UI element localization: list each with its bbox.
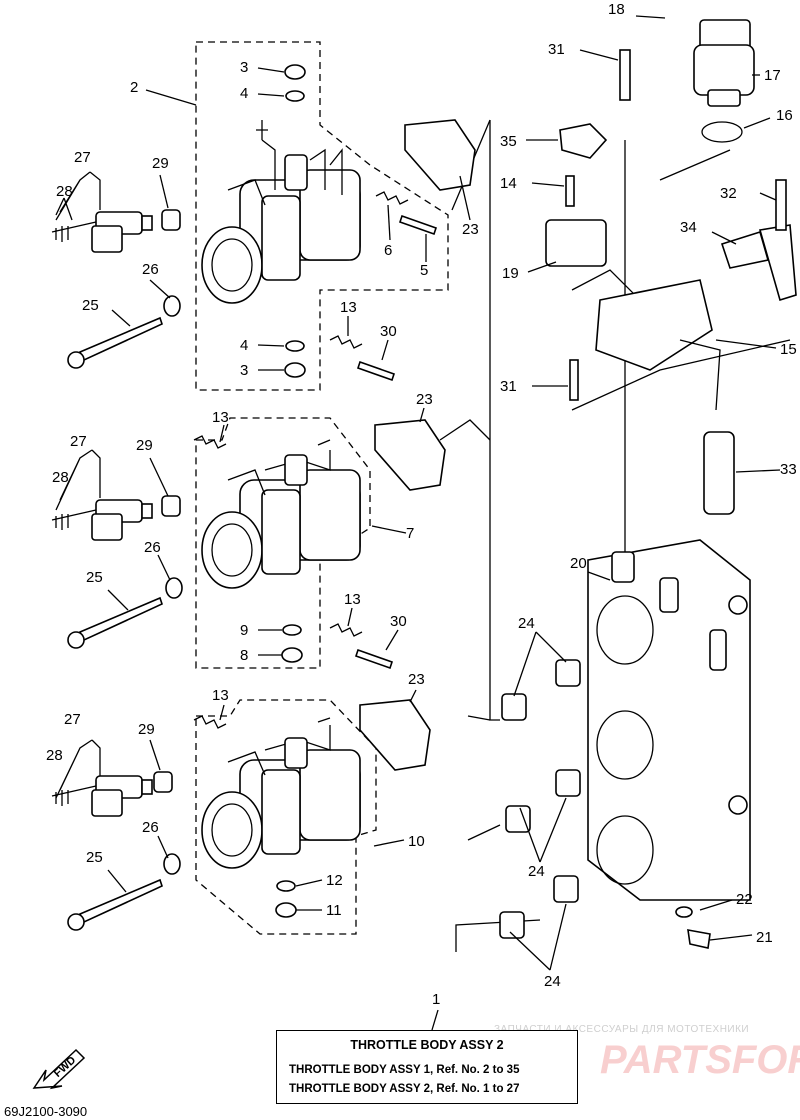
callout-13-a: 13: [340, 299, 357, 316]
callout-16: 16: [776, 107, 793, 124]
injector-bottom: [51, 771, 173, 817]
gasket-23-top: [404, 119, 476, 191]
callout-31-b: 31: [500, 378, 517, 395]
bracket-line-19: [571, 269, 641, 301]
center-line-b: [659, 149, 731, 181]
callout-31-a: 31: [548, 41, 565, 58]
bracket-link-5: [467, 824, 501, 841]
gasket-23-middle: [374, 419, 446, 491]
callout-labels: 1 2 3 4 4 3 5 6 7 8 9 10 11 12 13 13 13 …: [46, 1, 797, 1008]
callout-22: 22: [736, 891, 753, 908]
callout-1: 1: [432, 991, 440, 1008]
leader-lines: [55, 15, 781, 1031]
bracket-link-3: [455, 919, 541, 952]
callout-8: 8: [240, 647, 248, 664]
callout-11: 11: [326, 902, 342, 919]
assembly-frame-10: [195, 699, 377, 935]
callout-35: 35: [500, 133, 517, 150]
callout-24-b: 24: [528, 863, 545, 880]
callout-32: 32: [720, 185, 737, 202]
callout-6: 6: [384, 242, 392, 259]
watermark-caption: ЗАПЧАСТИ И АКСЕССУАРЫ ДЛЯ МОТОТЕХНИКИ: [494, 1024, 750, 1035]
throttle-body-middle: [201, 439, 361, 589]
injector-top: [51, 209, 181, 253]
callout-15: 15: [780, 341, 797, 358]
callout-12: 12: [326, 872, 343, 889]
assembly-frame-2: [195, 41, 449, 391]
callout-24-a: 24: [518, 615, 535, 632]
callout-21: 21: [756, 929, 773, 946]
assembly-frame-7: [195, 417, 371, 669]
callout-9: 9: [240, 622, 248, 639]
callout-27-b: 27: [70, 433, 87, 450]
fwd-arrow-icon: FWD: [32, 1048, 86, 1090]
callout-29-c: 29: [138, 721, 155, 738]
watermark-brand: PARTSFOR.RU: [600, 1038, 800, 1082]
callout-18: 18: [608, 1, 625, 18]
callout-2: 2: [130, 79, 138, 96]
callout-13-b: 13: [212, 409, 229, 426]
callout-3-top: 3: [240, 59, 248, 76]
manifold-assembly: [545, 19, 797, 949]
title-box-title: THROTTLE BODY ASSY 2: [350, 1038, 504, 1052]
callout-27-a: 27: [74, 149, 91, 166]
callout-29-a: 29: [152, 155, 169, 172]
callout-13-c: 13: [344, 591, 361, 608]
callout-28-a: 28: [56, 183, 73, 200]
callout-25-b: 25: [86, 569, 103, 586]
callout-13-d: 13: [212, 687, 229, 704]
callout-26-b: 26: [144, 539, 161, 556]
collars-24: [499, 659, 581, 939]
callout-30-b: 30: [390, 613, 407, 630]
callout-29-b: 29: [136, 437, 153, 454]
title-box: THROTTLE BODY ASSY 2 THROTTLE BODY ASSY …: [276, 1030, 578, 1104]
callout-5: 5: [420, 262, 428, 279]
callout-28-b: 28: [52, 469, 69, 486]
callout-26-a: 26: [142, 261, 159, 278]
callout-24-c: 24: [544, 973, 561, 990]
callout-14: 14: [500, 175, 517, 192]
callout-28-c: 28: [46, 747, 63, 764]
callout-26-c: 26: [142, 819, 159, 836]
bracket-link-4: [467, 715, 491, 721]
callout-20: 20: [570, 555, 587, 572]
diagram-code: 69J2100-3090: [4, 1104, 88, 1119]
callout-25-c: 25: [86, 849, 103, 866]
callout-3-bottom: 3: [240, 362, 248, 379]
callout-25-a: 25: [82, 297, 99, 314]
bolts-25: [67, 295, 183, 931]
callout-4-bottom: 4: [240, 337, 248, 354]
callout-4-top: 4: [240, 85, 248, 102]
title-box-line-2: THROTTLE BODY ASSY 2, Ref. No. 1 to 27: [289, 1083, 520, 1095]
callout-34: 34: [680, 219, 697, 236]
injector-middle: [51, 495, 181, 541]
throttle-body-bottom: [201, 717, 361, 869]
callout-33: 33: [780, 461, 797, 478]
throttle-body-top: [201, 120, 361, 304]
title-box-line-1: THROTTLE BODY ASSY 1, Ref. No. 2 to 35: [289, 1064, 520, 1076]
callout-19: 19: [502, 265, 519, 282]
callout-17: 17: [764, 67, 781, 84]
callout-23-c: 23: [408, 671, 425, 688]
callout-23-b: 23: [416, 391, 433, 408]
callout-27-c: 27: [64, 711, 81, 728]
callout-30-a: 30: [380, 323, 397, 340]
callout-23-a: 23: [462, 221, 479, 238]
callout-7: 7: [406, 525, 414, 542]
bracket-line-left: [489, 120, 500, 721]
callout-10: 10: [408, 833, 425, 850]
gasket-23-bottom: [359, 699, 431, 771]
small-parts: [193, 64, 438, 918]
bracket-line-15: [571, 339, 791, 411]
bracket-link-2: [439, 419, 491, 441]
spacer-29-top: [161, 209, 181, 231]
